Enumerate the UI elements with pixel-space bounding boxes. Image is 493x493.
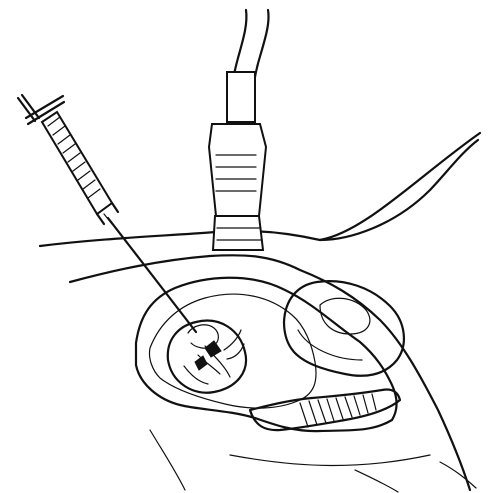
fetus-icon bbox=[168, 321, 246, 393]
placenta bbox=[284, 281, 404, 376]
syringe-icon bbox=[18, 95, 118, 224]
ultrasound-transducer-icon bbox=[209, 10, 269, 250]
needle bbox=[104, 214, 196, 332]
